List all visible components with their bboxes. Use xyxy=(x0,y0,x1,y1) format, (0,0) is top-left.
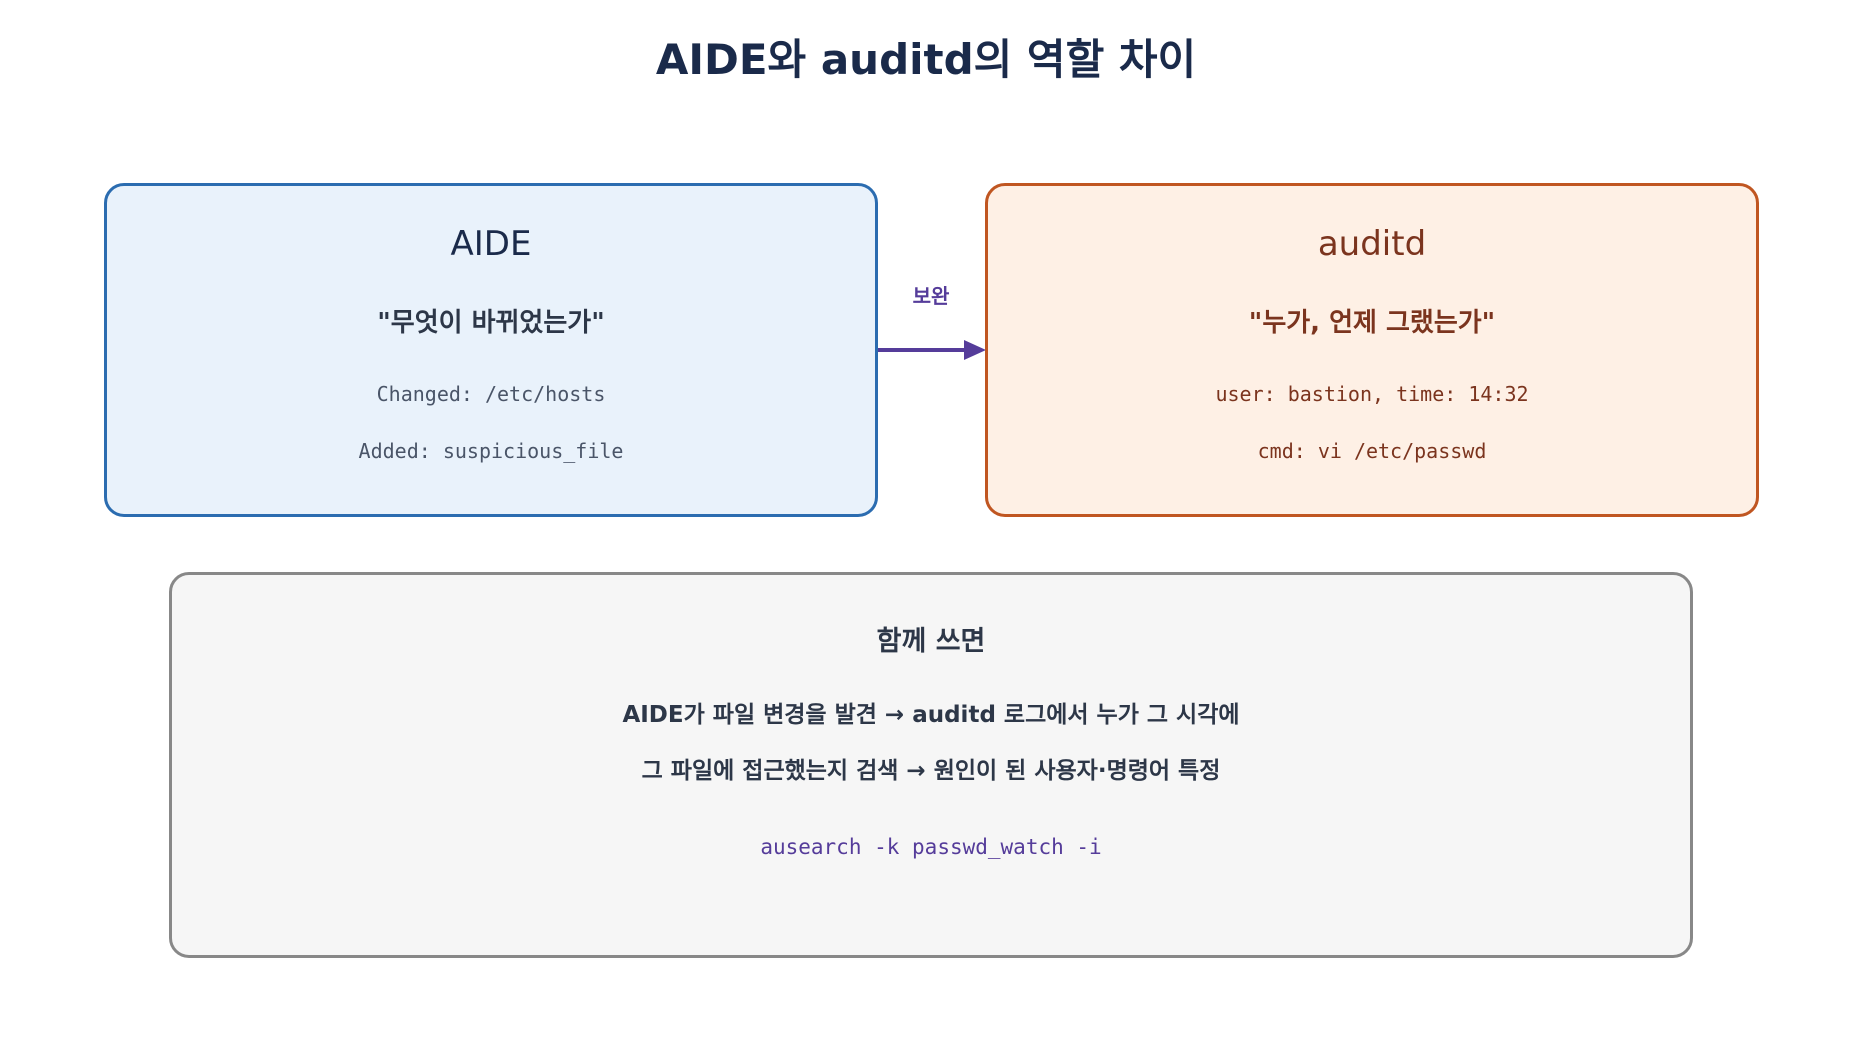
complement-arrow xyxy=(878,340,986,360)
aide-box: AIDE "무엇이 바뀌었는가" Changed: /etc/hosts Add… xyxy=(104,183,878,517)
arrow-head xyxy=(964,340,986,360)
combined-title: 함께 쓰면 xyxy=(876,626,986,657)
ausearch-command: ausearch -k passwd_watch -i xyxy=(760,835,1102,859)
auditd-example-user: user: bastion, time: 14:32 xyxy=(1215,382,1529,406)
aide-example-added: Added: suspicious_file xyxy=(358,439,624,463)
aide-example-changed: Changed: /etc/hosts xyxy=(376,382,606,406)
aide-title: AIDE xyxy=(450,224,532,264)
auditd-example-cmd: cmd: vi /etc/passwd xyxy=(1257,439,1487,463)
combined-box: 함께 쓰면 AIDE가 파일 변경을 발견 → auditd 로그에서 누가 그… xyxy=(169,572,1693,958)
aide-quote: "무엇이 바뀌었는가" xyxy=(377,308,605,338)
auditd-title: auditd xyxy=(1317,224,1427,264)
combined-description-line1: AIDE가 파일 변경을 발견 → auditd 로그에서 누가 그 시각에 xyxy=(622,702,1240,728)
combined-description-line2: 그 파일에 접근했는지 검색 → 원인이 된 사용자·명령어 특정 xyxy=(641,758,1221,784)
diagram-title: AIDE와 auditd의 역할 차이 xyxy=(655,35,1197,84)
auditd-box: auditd "누가, 언제 그랬는가" user: bastion, time… xyxy=(985,183,1759,517)
auditd-quote: "누가, 언제 그랬는가" xyxy=(1248,308,1496,338)
arrow-label: 보완 xyxy=(912,284,950,308)
